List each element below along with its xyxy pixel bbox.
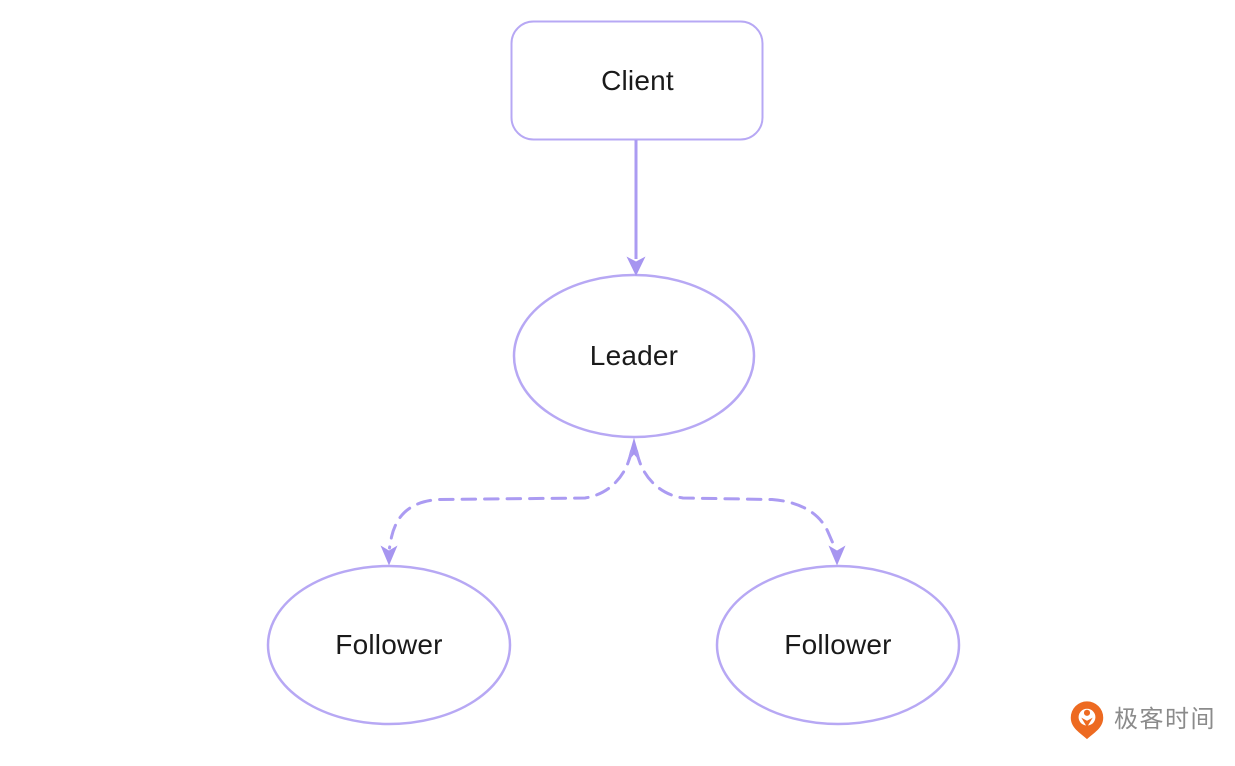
follower-left-node-shape bbox=[266, 564, 512, 726]
follower-right-node-shape bbox=[715, 564, 961, 726]
edge-leader-follower-left bbox=[388, 449, 633, 550]
edge-leader-follower-right bbox=[635, 449, 837, 550]
geektime-watermark: 极客时间 bbox=[1066, 697, 1216, 743]
arrowhead-into-follower-right bbox=[828, 545, 846, 566]
leader-node-shape bbox=[512, 273, 756, 439]
arrowhead-into-follower-left bbox=[380, 545, 398, 566]
client-node-shape bbox=[510, 20, 764, 141]
arrowhead-into-leader-top bbox=[626, 256, 646, 276]
geektime-logo-icon bbox=[1070, 701, 1104, 740]
geektime-logo-text: 极客时间 bbox=[1114, 706, 1216, 733]
